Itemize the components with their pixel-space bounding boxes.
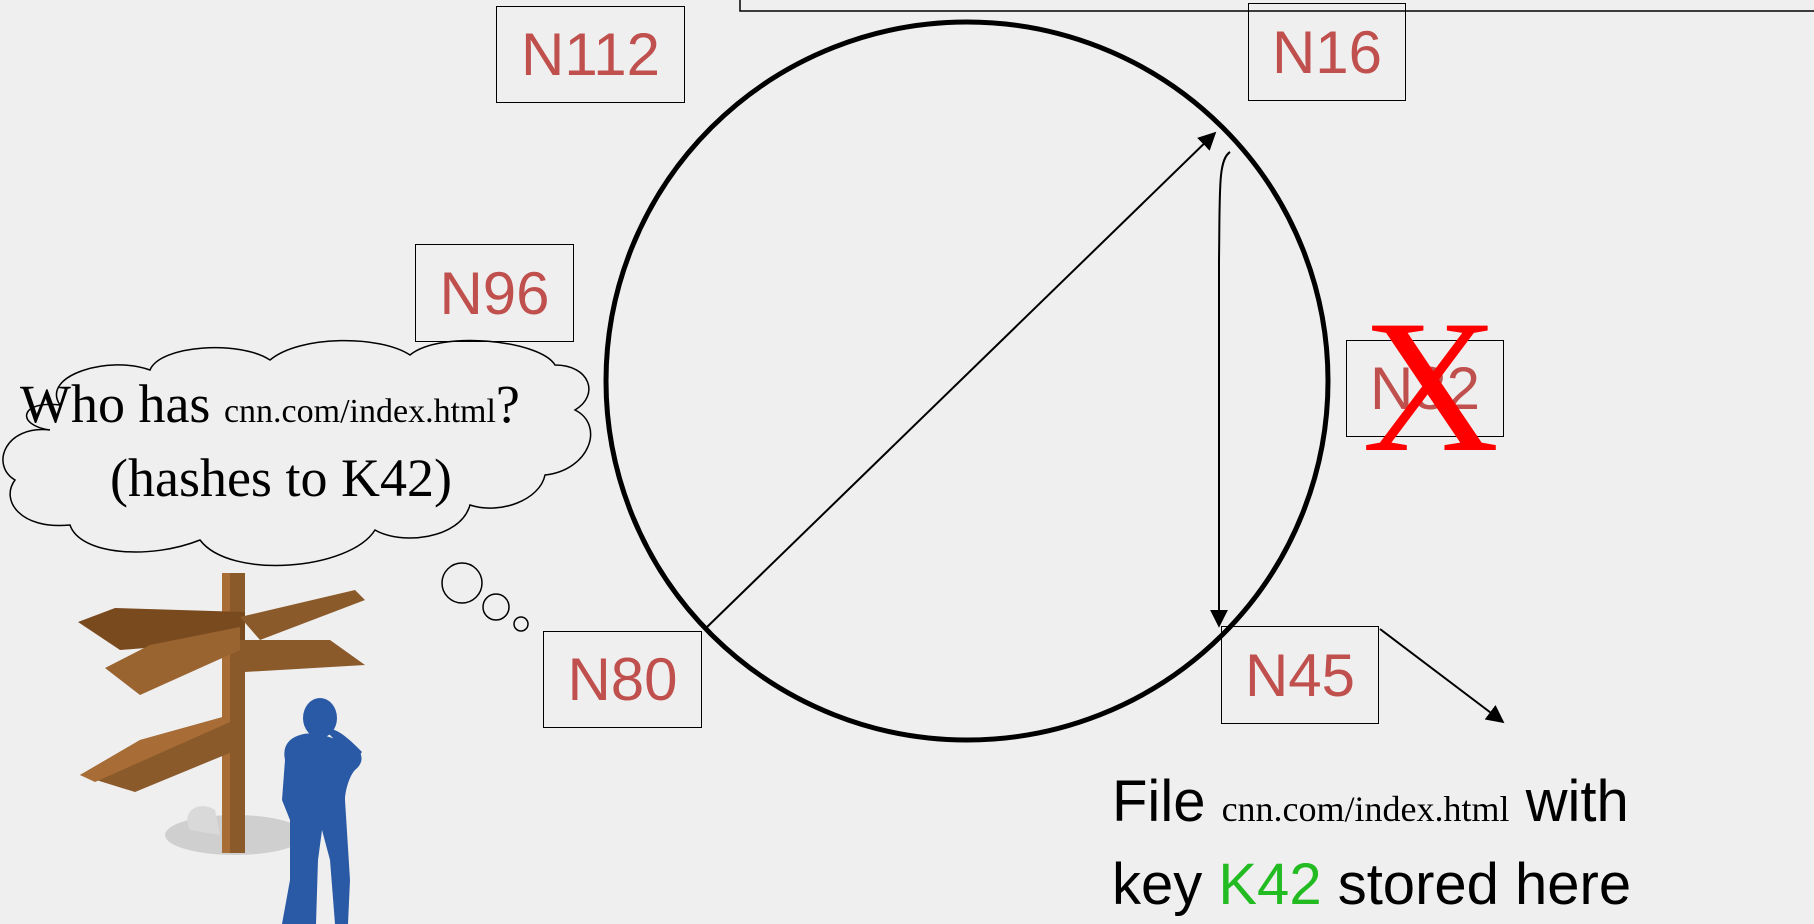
arrow-n80-to-n16 [705,131,1217,629]
caption-key: K42 [1218,852,1322,917]
arrow-n16-to-n45 [1210,151,1231,628]
thought-line-1: Who has cnn.com/index.html? [20,373,520,435]
node-label: N16 [1271,18,1383,86]
signpost-icon [78,573,365,855]
chord-ring [603,19,1331,743]
arrow-n45-to-caption [1379,628,1505,724]
node-n45: N45 [1221,626,1379,724]
caption-line-2: key K42 stored here [1112,852,1632,917]
caption-file-name: cnn.com/index.html [1221,789,1510,829]
node-label: N45 [1244,641,1356,709]
thought-prefix: Who has [20,374,224,434]
node-n32-failed: N32 [1346,340,1504,437]
failed-node-x-mark: X [1362,282,1500,492]
top-partial-box [739,0,1814,12]
node-label: N112 [521,21,660,88]
caption-line-1: File cnn.com/index.html with [1112,769,1629,834]
node-label: N96 [439,259,550,327]
node-label: N32 [1369,355,1481,422]
node-n112: N112 [496,6,685,103]
thought-suffix: ? [495,374,520,434]
node-n96: N96 [415,244,574,342]
node-n16: N16 [1248,3,1406,101]
thought-cloud [2,339,592,632]
thought-file-name: cnn.com/index.html [223,393,496,430]
person-on-phone-icon [282,698,362,924]
thought-line-2: (hashes to K42) [110,448,452,508]
node-n80: N80 [543,631,702,728]
node-label: N80 [567,646,678,713]
storage-caption: File cnn.com/index.html with key K42 sto… [1112,764,1631,922]
